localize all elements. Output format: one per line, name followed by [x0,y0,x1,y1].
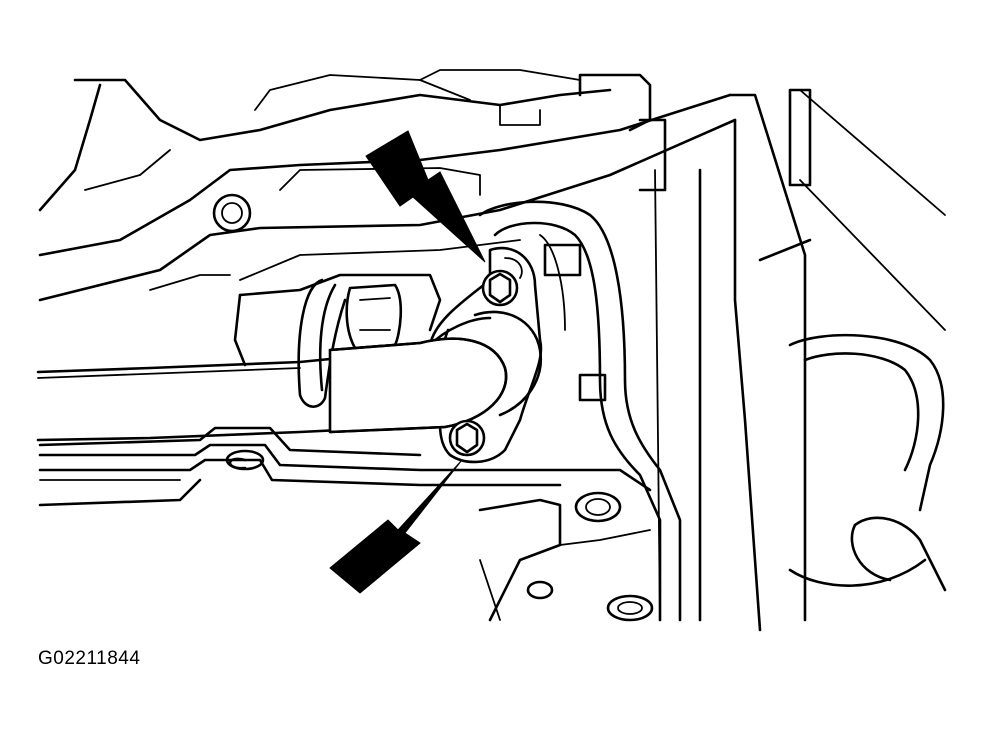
figure-code-label: G02211844 [38,648,141,669]
pipe-end [328,337,508,434]
cover-gasket-outline [478,200,682,622]
cylinder-component [788,333,947,592]
arrow-lower [329,459,463,594]
mounting-hole-upper-left [212,193,252,233]
lower-mounting-bolt [448,419,486,457]
upper-engine-structure [38,69,737,302]
lower-rail [38,426,652,507]
upper-mounting-bolt [481,257,523,307]
mounting-hole-bottom [606,594,654,622]
right-frame-panel [638,88,946,632]
mounting-hole-bottom-left [526,580,554,600]
arrow-upper [365,130,486,263]
pipe-retaining-clip [297,278,347,408]
lower-housing [478,498,651,622]
mounting-hole-lower-center [574,491,622,523]
